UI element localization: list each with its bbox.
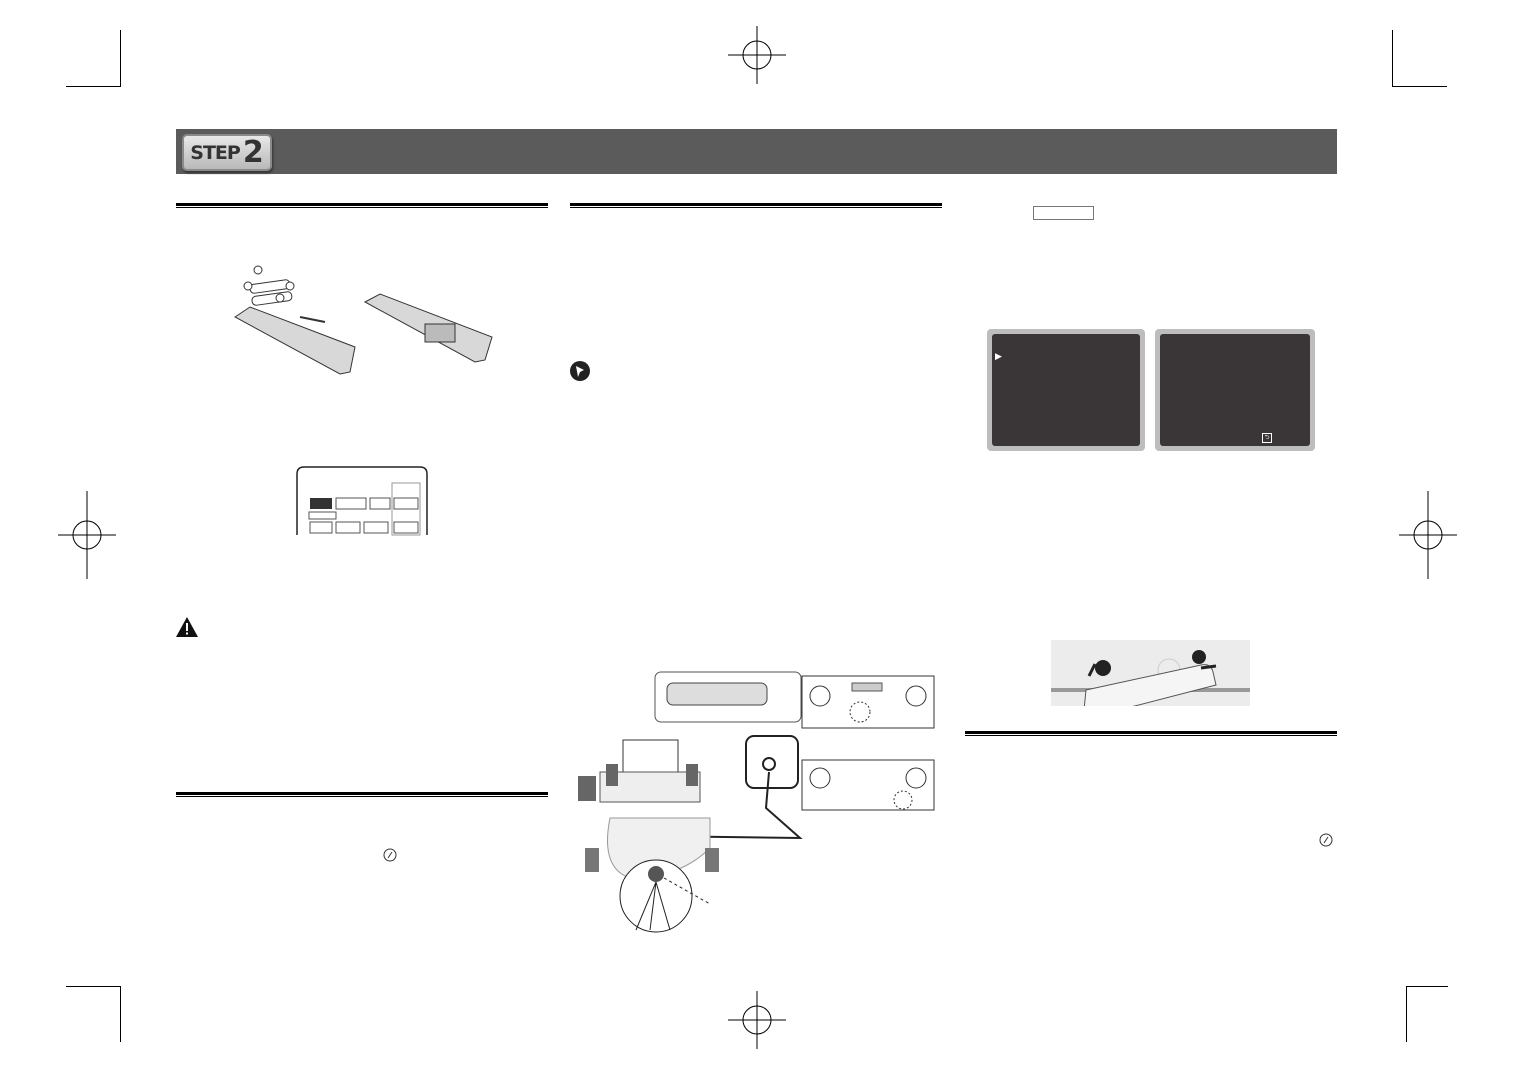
- step-header-bar: [176, 129, 1337, 174]
- crop-mark: [1392, 86, 1447, 87]
- note-icon: [383, 848, 397, 862]
- button-label-box: [1033, 206, 1094, 220]
- crop-mark: [120, 30, 121, 86]
- section-rule: [176, 203, 548, 212]
- front-panel-door-illustration: [1051, 640, 1250, 706]
- crop-mark: [1406, 986, 1448, 987]
- osd-screen-1: ▶: [987, 329, 1145, 451]
- crop-mark: [1392, 30, 1393, 86]
- microphone-setup-illustration: [578, 671, 935, 933]
- registration-mark: [1399, 491, 1457, 579]
- osd-screen-2: ⮌: [1155, 329, 1315, 451]
- section-rule: [176, 792, 548, 801]
- crop-mark: [66, 986, 121, 987]
- crop-mark: [1406, 986, 1407, 1042]
- step-badge: STEP 2: [182, 134, 272, 171]
- registration-mark: [728, 26, 786, 84]
- crop-mark: [120, 986, 121, 1042]
- step-number: 2: [242, 135, 264, 170]
- registration-mark: [728, 991, 786, 1049]
- return-icon: ⮌: [1262, 433, 1272, 443]
- section-rule: [965, 731, 1337, 740]
- crop-mark: [66, 86, 121, 87]
- cursor-arrow-icon: ▶: [995, 352, 1002, 362]
- important-icon: [570, 361, 590, 381]
- remote-control-panel-illustration: [296, 466, 428, 536]
- registration-mark: [58, 491, 116, 579]
- warning-icon: [176, 617, 198, 637]
- battery-insertion-illustration: [234, 265, 493, 375]
- note-icon: [1319, 833, 1333, 847]
- step-word: STEP: [190, 141, 241, 164]
- section-rule: [570, 203, 942, 212]
